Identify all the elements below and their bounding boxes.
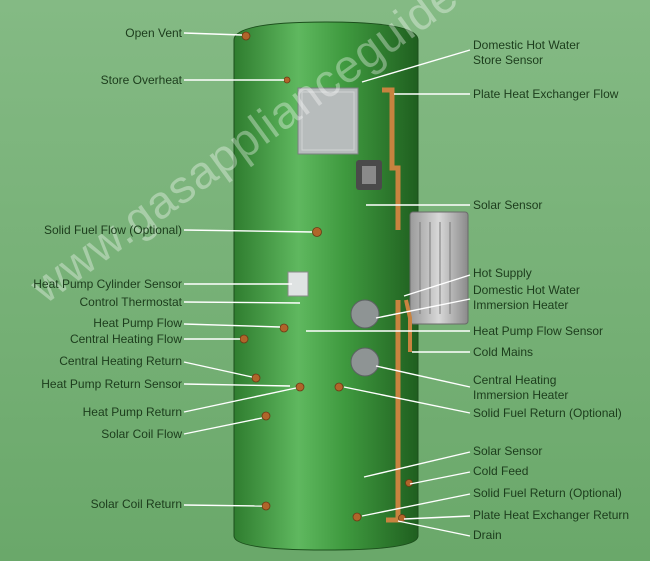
copper-pipe-upper xyxy=(382,87,401,230)
immersion-heater-ch xyxy=(350,347,380,377)
label-solid-fuel-return-upper: Solid Fuel Return (Optional) xyxy=(473,406,622,420)
leader-lines-right xyxy=(306,49,471,537)
control-box xyxy=(297,87,359,155)
label-control-thermostat: Control Thermostat xyxy=(79,295,183,309)
cylinder-body xyxy=(233,21,419,551)
label-dhw-immersion-line2: Immersion Heater xyxy=(473,298,569,312)
label-heat-pump-return-sensor: Heat Pump Return Sensor xyxy=(41,377,182,391)
label-solar-sensor-lower: Solar Sensor xyxy=(473,444,543,458)
label-solid-fuel-flow: Solid Fuel Flow (Optional) xyxy=(43,223,182,237)
label-open-vent: Open Vent xyxy=(125,26,182,40)
label-solar-coil-flow: Solar Coil Flow xyxy=(101,427,182,441)
label-cold-feed: Cold Feed xyxy=(473,464,529,478)
label-hot-supply: Hot Supply xyxy=(473,266,532,280)
label-heat-pump-flow-sensor: Heat Pump Flow Sensor xyxy=(473,324,604,338)
plate-heat-exchanger xyxy=(409,211,469,325)
label-ch-immersion-line1: Central Heating xyxy=(473,373,557,387)
label-heat-pump-return: Heat Pump Return xyxy=(82,405,182,419)
label-central-heating-return: Central Heating Return xyxy=(59,354,182,368)
label-store-overheat: Store Overheat xyxy=(100,73,182,87)
label-heat-pump-flow: Heat Pump Flow xyxy=(93,316,182,330)
label-cold-mains: Cold Mains xyxy=(473,345,534,359)
label-ch-immersion-line2: Immersion Heater xyxy=(473,388,569,402)
label-solar-coil-return: Solar Coil Return xyxy=(90,497,182,511)
label-solid-fuel-return-lower: Solid Fuel Return (Optional) xyxy=(473,486,622,500)
label-dhw-store-sensor-line2: Store Sensor xyxy=(473,53,544,67)
label-heat-pump-cylinder-sensor: Heat Pump Cylinder Sensor xyxy=(33,277,182,291)
label-drain: Drain xyxy=(473,528,502,542)
label-dhw-immersion-line1: Domestic Hot Water xyxy=(473,283,580,297)
label-central-heating-flow: Central Heating Flow xyxy=(69,332,182,346)
label-plate-heat-exchanger-flow: Plate Heat Exchanger Flow xyxy=(473,87,619,101)
immersion-heater-dhw xyxy=(350,299,380,329)
label-plate-heat-exchanger-return: Plate Heat Exchanger Return xyxy=(473,508,630,522)
label-dhw-store-sensor-line1: Domestic Hot Water xyxy=(473,38,580,52)
copper-pipe-lower xyxy=(386,300,401,523)
fittings xyxy=(239,31,413,522)
leader-lines-left xyxy=(183,32,313,507)
label-solar-sensor-upper: Solar Sensor xyxy=(473,198,543,212)
